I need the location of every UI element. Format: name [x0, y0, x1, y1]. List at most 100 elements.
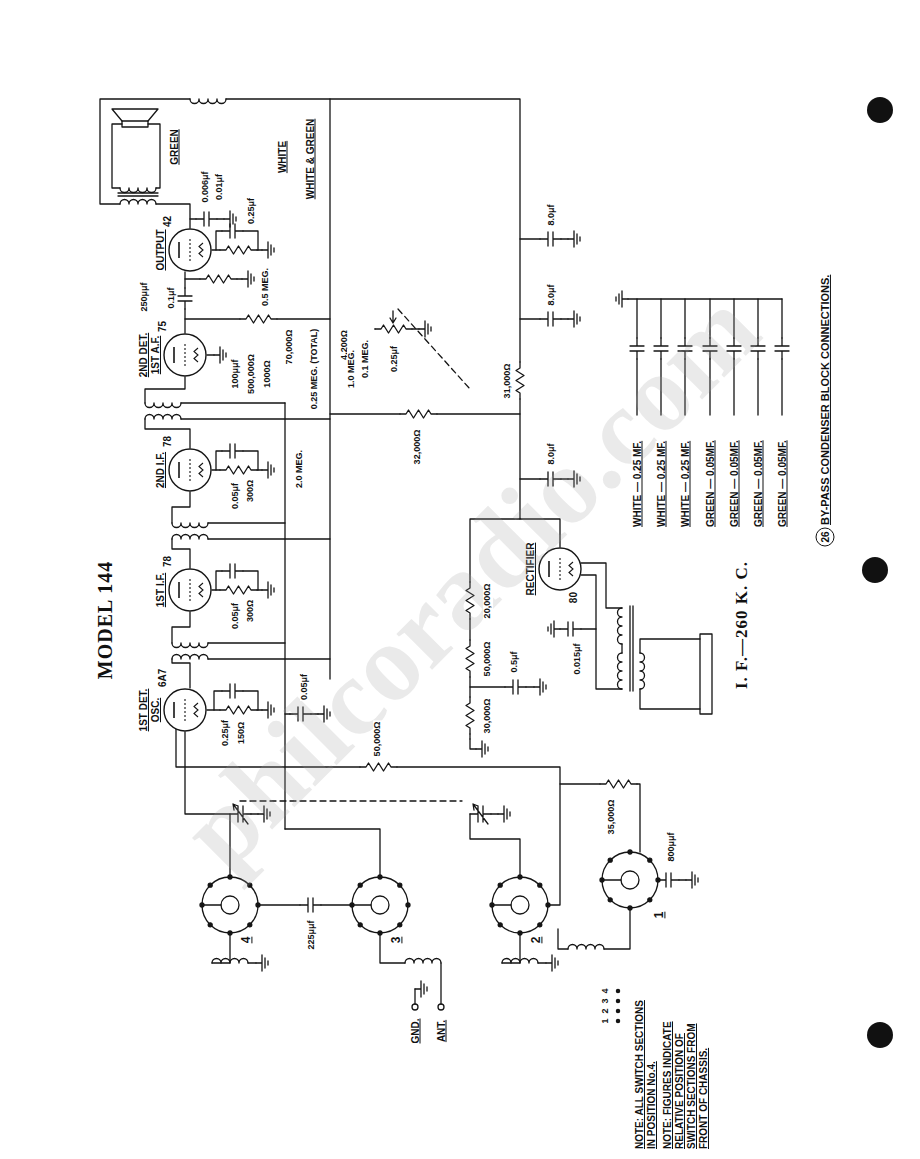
switch-position-number: 3: [601, 998, 611, 1003]
scan-holes-part: [867, 1022, 893, 1048]
audio-section-part: [375, 325, 412, 333]
if-amplifier-part: [222, 444, 243, 458]
tube-electrode: [184, 344, 185, 366]
power-supply-part: [568, 311, 580, 327]
tube-function: RECTIFIER: [525, 543, 537, 596]
if-amplifier-part: [172, 523, 208, 528]
tube-electrode: [199, 243, 203, 257]
component-value: 0.006μf: [201, 170, 211, 203]
component-value: 0.015μf: [573, 642, 583, 675]
if-amplifier-part: [172, 492, 190, 523]
front-end-part: [491, 813, 498, 814]
front-end-part: [256, 955, 268, 971]
audio-section-part: [222, 224, 243, 238]
if-amplifier-part: [311, 713, 318, 714]
power-supply-part: [568, 471, 580, 487]
front-end-part: [300, 898, 321, 912]
component-value: 0.25 MEG. (TOTAL): [310, 328, 320, 411]
power-supply-part: [561, 318, 568, 319]
front-end-part: [558, 929, 568, 949]
tube-electrode: [548, 561, 550, 577]
component-value: 8.0μf: [547, 283, 557, 306]
switch-section-number: 1: [653, 912, 666, 919]
tube-electrode: [189, 579, 190, 601]
front-end-part: [200, 875, 260, 935]
if-amplifier-part: [172, 643, 208, 648]
front-end-part: [546, 955, 558, 971]
power-supply-part: [466, 697, 474, 734]
power-supply-part: [581, 575, 622, 689]
if-amplifier-part: [181, 418, 330, 419]
power-supply-part: [540, 232, 561, 246]
front-end-part: [600, 780, 637, 788]
front-end-part: [212, 959, 248, 964]
tube-electrode: [178, 242, 180, 258]
power-supply-part: [520, 238, 540, 239]
if-amplifier-part: [222, 564, 243, 578]
tube-electrode: [539, 548, 581, 590]
terminal-label: ANT.: [436, 1020, 447, 1042]
if-amplifier-part: [243, 691, 258, 710]
audio-section-part: [224, 211, 236, 227]
power-supply-part: [561, 478, 568, 479]
audio-section-part: [398, 309, 470, 389]
tube-type: 42: [162, 216, 173, 227]
power-supply-part: [470, 686, 505, 687]
audio-section-part: [262, 242, 274, 258]
audio-section-part: [226, 99, 520, 362]
tube-envelope: 1ST DET. OSC.6A7: [163, 688, 207, 732]
audio-section-part: [112, 109, 158, 121]
if-amplifier-part: [208, 658, 330, 659]
tube-electrode: [169, 449, 211, 491]
component-value: 250μμf: [140, 281, 150, 312]
condenser-block-entry: GREEN — 0.05MF.: [753, 440, 764, 527]
audio-section-part: [200, 275, 237, 283]
component-value: 20,000Ω: [483, 583, 493, 620]
if-amplifier-part: [216, 451, 222, 470]
audio-section-part: [185, 318, 240, 319]
power-supply-part: [505, 680, 526, 694]
power-supply-part: [520, 478, 540, 479]
wire-colour: WHITE & GREEN: [305, 118, 316, 201]
switch-note: NOTE: FIGURES INDICATE RELATIVE POSITION…: [662, 991, 710, 1149]
tube-electrode: [194, 348, 198, 362]
power-supply-part: [618, 653, 623, 689]
power-supply-part: [618, 608, 623, 644]
scan-holes: [862, 97, 893, 1048]
condenser-block-entry: GREEN — 0.05MF.: [729, 440, 740, 527]
audio-section-part: [277, 318, 330, 319]
if-amplifier-part: [243, 451, 258, 470]
if-amplifier-part: [172, 612, 190, 643]
title: MODEL 144: [94, 559, 116, 681]
audio-section-part: [184, 309, 185, 333]
front-end-part: [230, 804, 251, 824]
front-end-part: [258, 806, 270, 822]
terminal-label: GND.: [410, 1019, 421, 1044]
if-amplifier: [145, 377, 330, 829]
audio-section-part: [242, 271, 254, 287]
tube-symbol: [163, 688, 207, 732]
audio-section-part: [329, 99, 330, 679]
audio-section-part: [207, 354, 214, 355]
power-supply-part: [470, 519, 520, 582]
component-value: 1000Ω: [263, 359, 273, 388]
condenser-block-part: [703, 338, 717, 359]
front-end-part: [248, 962, 256, 963]
component-value: 0.5 MEG.: [261, 267, 271, 307]
switch-section-number: 2: [530, 937, 543, 944]
component-value: 32,000Ω: [413, 429, 423, 466]
front-end-part: [285, 829, 380, 877]
tube-electrode: [173, 702, 175, 718]
front-end-part: [397, 767, 560, 905]
if-amplifier-part: [172, 535, 208, 540]
front-end-part: [185, 732, 230, 877]
power-supply-part: [534, 679, 546, 695]
front-end-part: [637, 784, 640, 852]
front-end-part: [176, 729, 360, 767]
front-end-part: [600, 850, 660, 910]
front-end-part: [568, 945, 604, 950]
if-amplifier-part: [172, 659, 190, 688]
front-end-part: [405, 959, 441, 964]
component-value: 300Ω: [246, 479, 256, 503]
audio-section-part: [122, 121, 148, 127]
